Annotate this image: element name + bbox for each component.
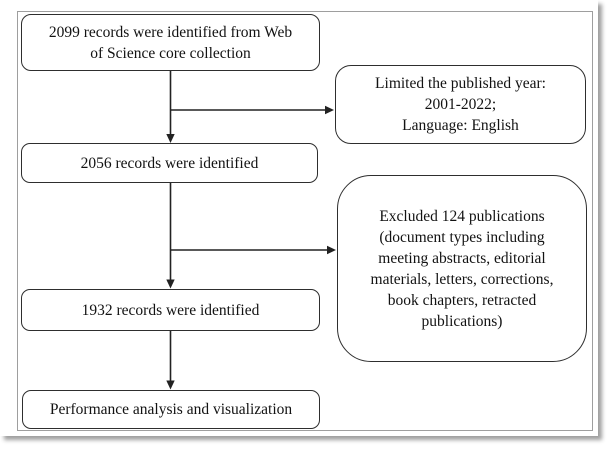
arrow-branch-limit-note [170, 105, 334, 115]
node-records-after-limit: 2056 records were identified [21, 143, 318, 183]
node-records-after-exclusion: 1932 records were identified [21, 289, 320, 331]
node-limit-criteria: Limited the published year: 2001-2022; L… [335, 65, 586, 144]
node-performance-analysis: Performance analysis and visualization [22, 390, 320, 429]
node-records-identified: 2099 records were identified from Web of… [21, 14, 320, 71]
arrow-after-limit-to-after-exclusion [166, 183, 175, 289]
arrow-after-exclusion-to-analysis [166, 331, 175, 390]
arrow-identified-to-after-limit [166, 71, 175, 143]
node-excluded-publications: Excluded 124 publications (document type… [337, 175, 587, 362]
arrow-branch-excluded-note [170, 245, 336, 255]
